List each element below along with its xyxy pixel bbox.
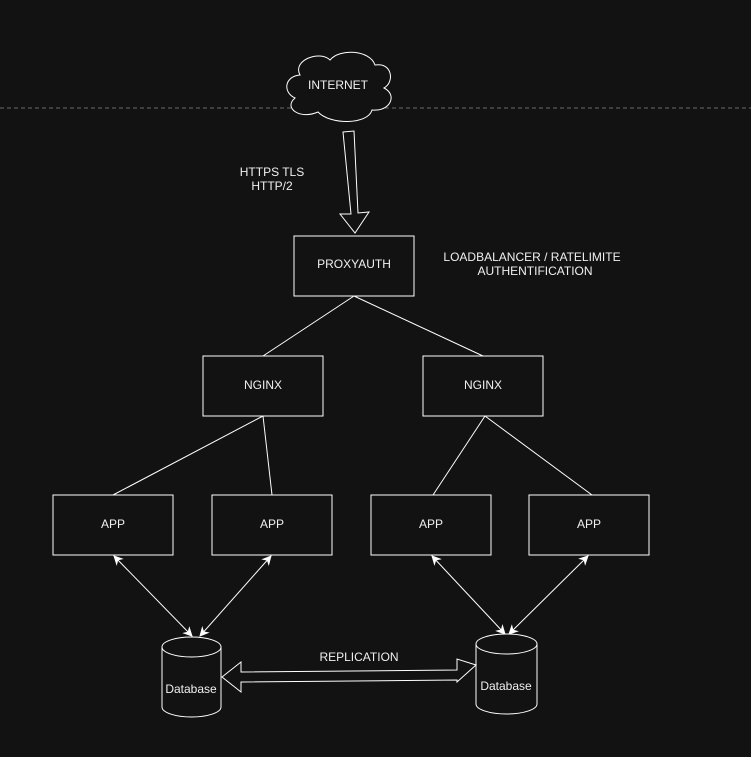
edge-nginx2-app4: [484, 415, 593, 496]
nginx-node-2[interactable]: NGINX: [422, 355, 544, 417]
database-label: Database: [480, 679, 532, 693]
edge-proxy-nginx2: [353, 295, 484, 357]
replication-label: REPLICATION: [319, 650, 398, 664]
nginx-label: NGINX: [464, 378, 502, 392]
app-node-2[interactable]: APP: [211, 494, 333, 556]
proxyauth-label: PROXYAUTH: [317, 257, 391, 271]
database-node-1[interactable]: Database: [161, 636, 222, 718]
nginx-node-1[interactable]: NGINX: [202, 355, 324, 417]
https-block-arrow: [338, 130, 370, 234]
database-node-2[interactable]: Database: [475, 633, 538, 715]
protocol-label-line2: HTTP/2: [251, 179, 293, 193]
app-node-1[interactable]: APP: [52, 494, 174, 556]
proxy-note-line2: AUTHENTIFICATION: [477, 264, 592, 278]
proxy-note-line1: LOADBALANCER / RATELIMITE: [443, 250, 620, 264]
cloud-icon: [286, 51, 392, 122]
app-label: APP: [101, 517, 125, 531]
edge-nginx2-app3: [432, 415, 486, 496]
internet-cloud[interactable]: INTERNET: [286, 51, 392, 122]
internet-label: INTERNET: [308, 78, 369, 92]
edge-app2-db1: [199, 555, 272, 637]
edge-nginx1-app2: [262, 415, 273, 496]
protocol-label-line1: HTTPS TLS: [240, 165, 304, 179]
edge-app3-db2: [431, 555, 506, 635]
proxyauth-node[interactable]: PROXYAUTH: [293, 235, 415, 297]
edge-proxy-nginx1: [262, 295, 355, 357]
edge-app4-db2: [508, 555, 589, 635]
database-label: Database: [165, 682, 217, 696]
app-label: APP: [577, 517, 601, 531]
edge-nginx1-app1: [112, 415, 264, 496]
app-node-3[interactable]: APP: [370, 494, 492, 556]
app-label: APP: [419, 517, 443, 531]
replication-block-arrow: [221, 658, 477, 694]
edge-app1-db1: [113, 555, 193, 637]
nginx-label: NGINX: [244, 378, 282, 392]
app-node-4[interactable]: APP: [528, 494, 650, 556]
app-label: APP: [260, 517, 284, 531]
